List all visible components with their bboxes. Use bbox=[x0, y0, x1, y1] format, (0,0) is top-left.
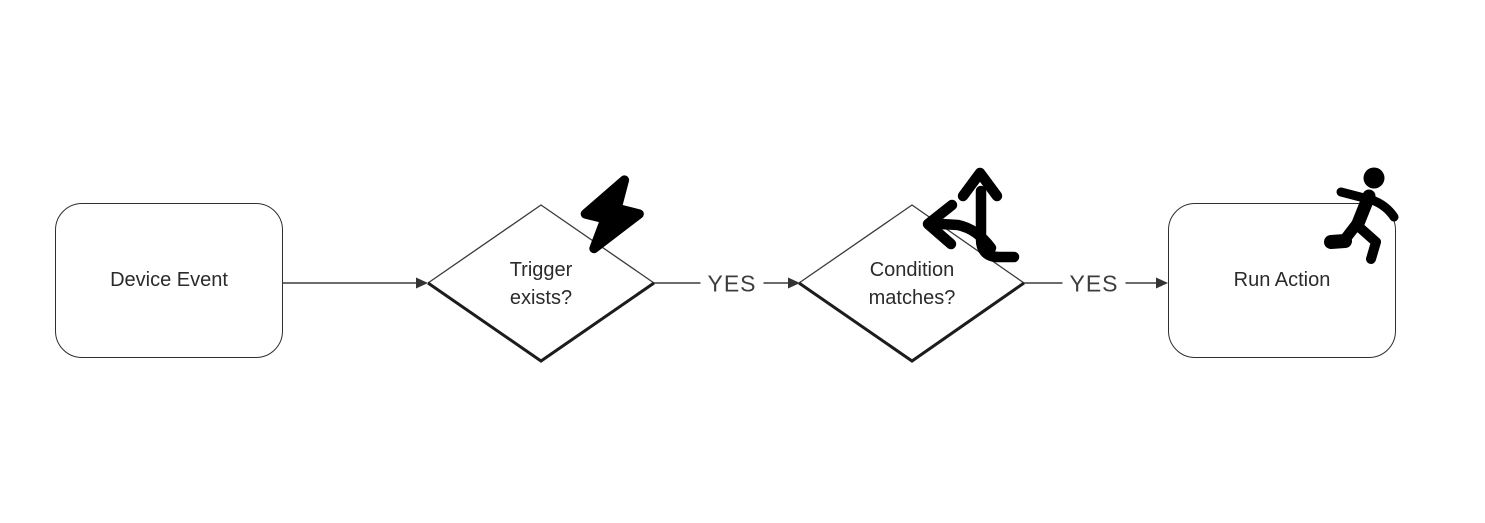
node-run-action-label: Run Action bbox=[1233, 269, 1331, 291]
edge-label-yes-1: YES bbox=[700, 270, 764, 298]
node-device-event-label: Device Event bbox=[110, 269, 228, 291]
edge-label-yes-2: YES bbox=[1062, 270, 1126, 298]
running-person-icon bbox=[1324, 167, 1399, 264]
arrowhead-icon bbox=[1156, 277, 1168, 289]
arrowhead-icon bbox=[416, 277, 428, 289]
split-arrows-icon bbox=[922, 167, 1020, 263]
arrowhead-icon bbox=[788, 277, 800, 289]
lightning-bolt-icon bbox=[580, 175, 644, 254]
node-device-event: Device Event bbox=[55, 203, 283, 358]
node-trigger-exists-label: Trigger exists? bbox=[509, 259, 573, 309]
edge-device-event-to-trigger bbox=[283, 277, 428, 289]
node-condition-matches-label: Condition matches? bbox=[868, 259, 956, 309]
